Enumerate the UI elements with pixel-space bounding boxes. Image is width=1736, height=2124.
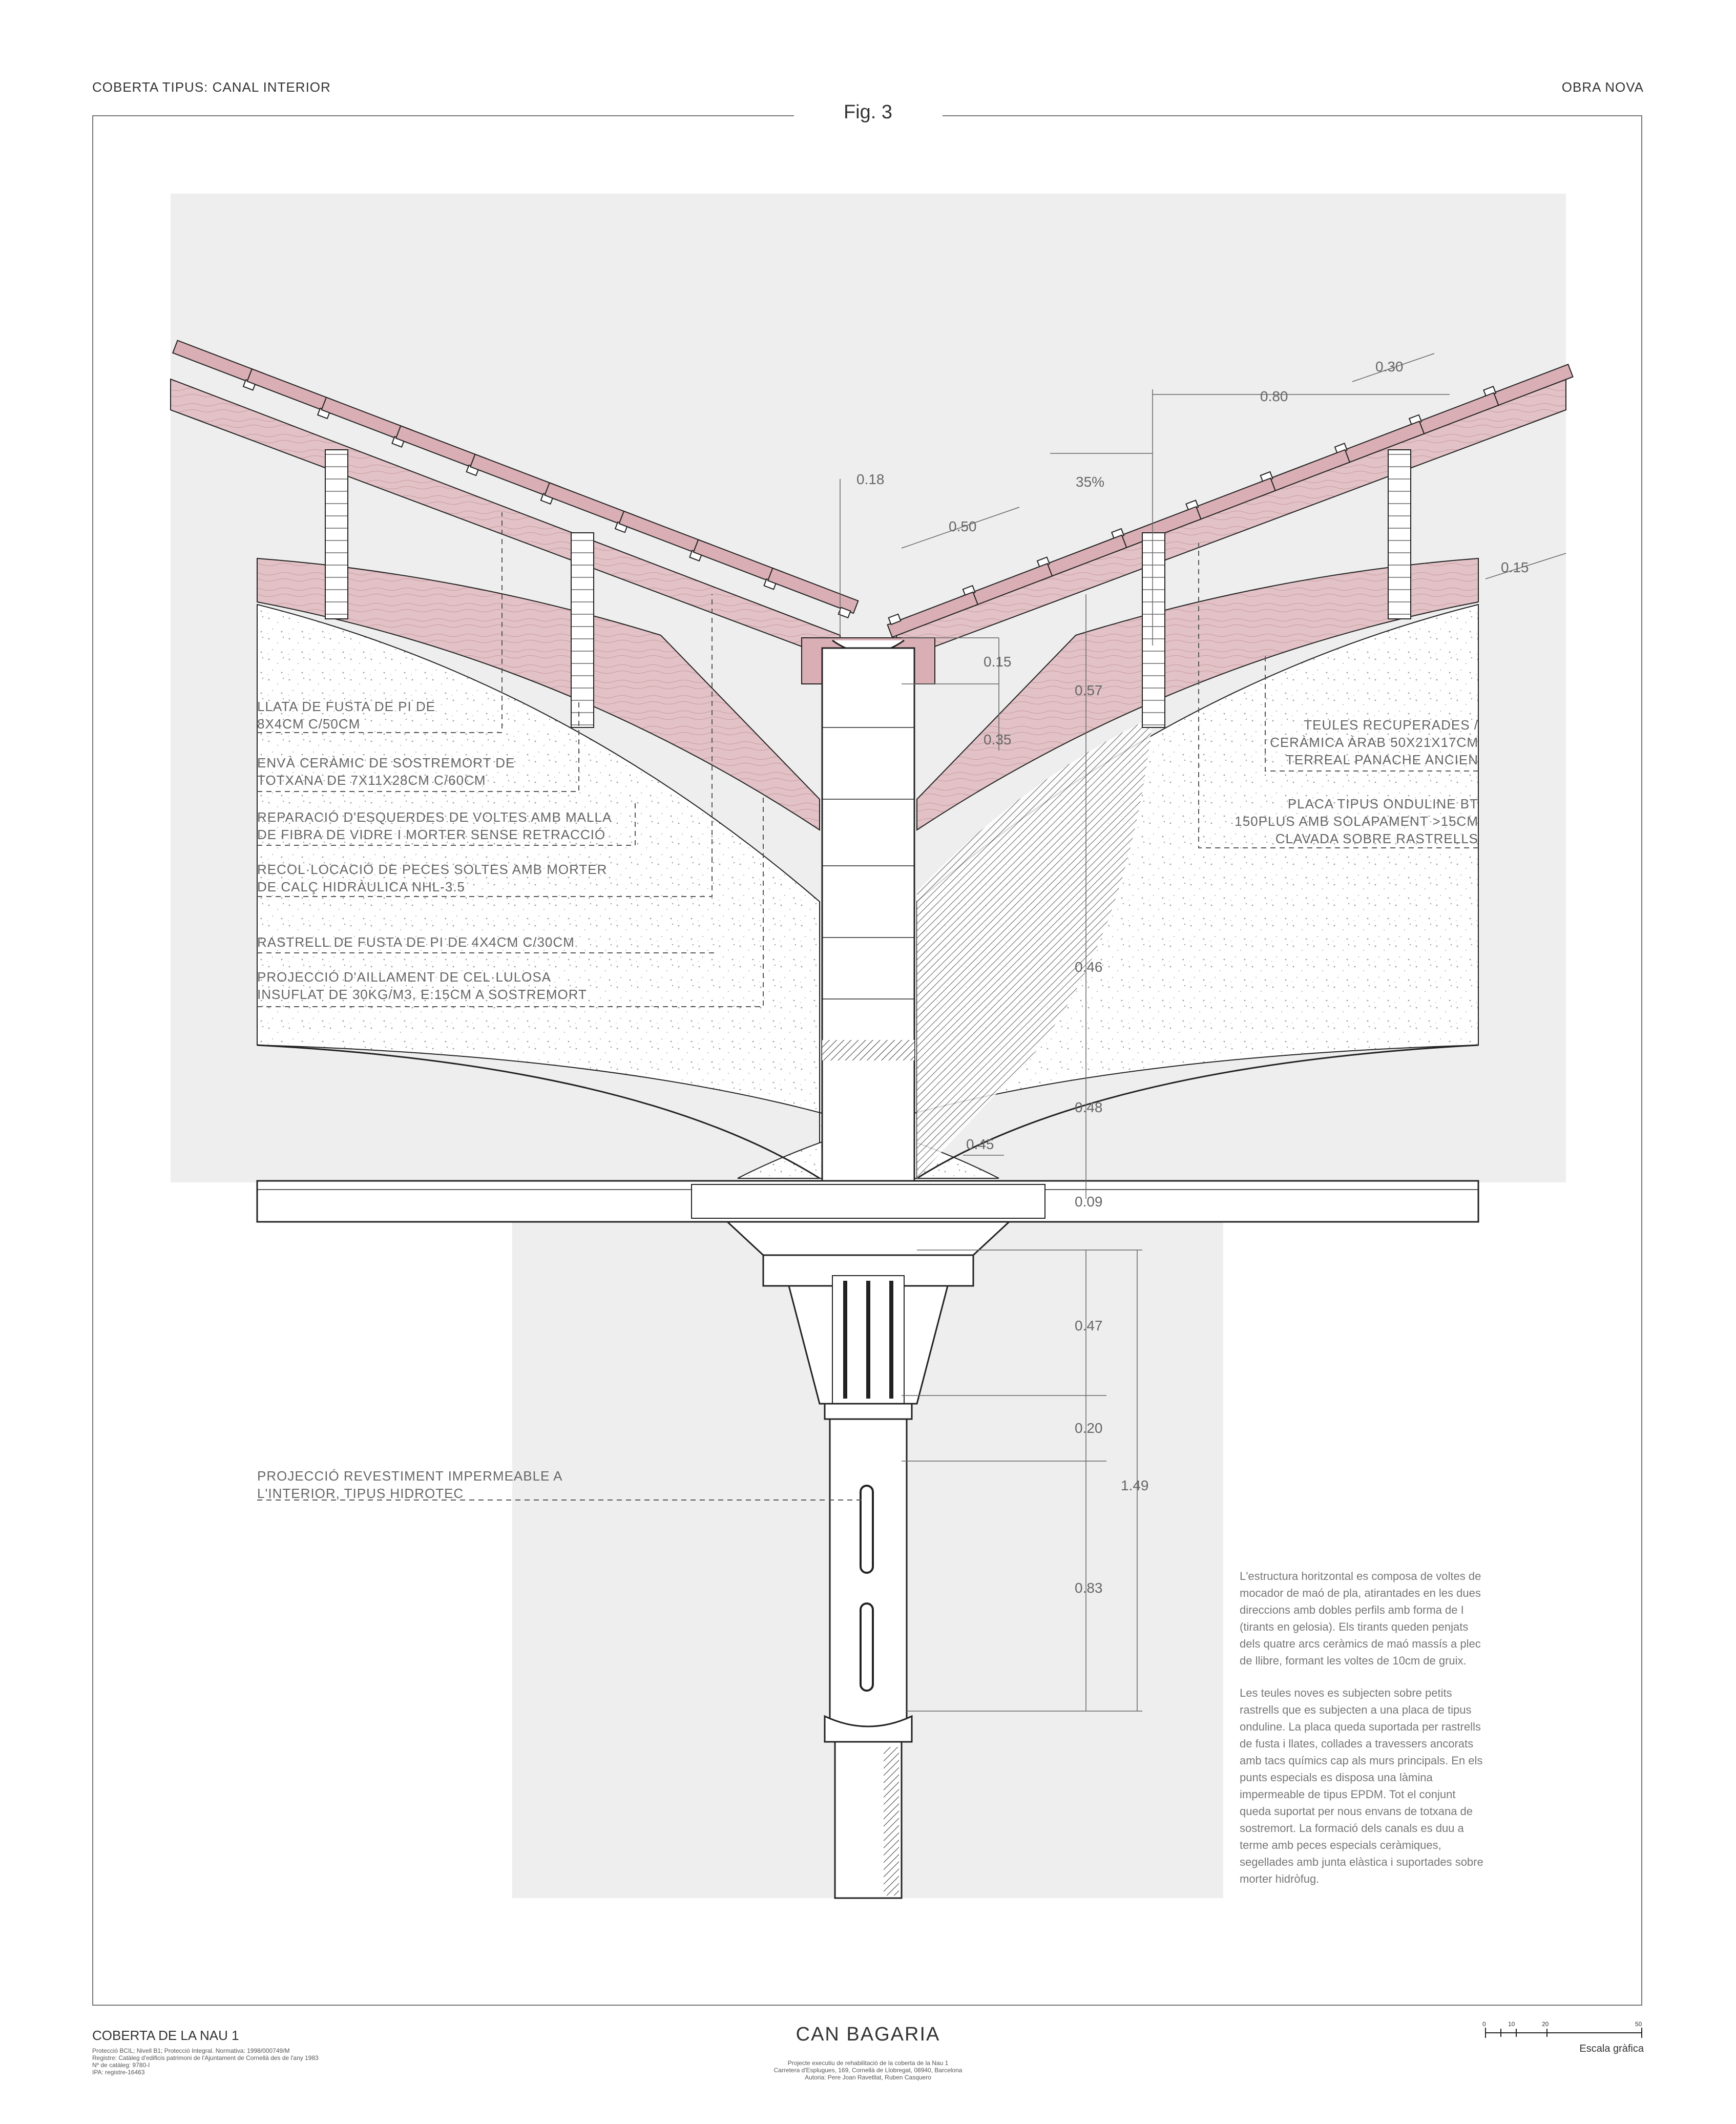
- project-title: CAN BAGARIA: [796, 2024, 940, 2045]
- tile-batten: [888, 613, 902, 626]
- dim-045: 0.45: [966, 1136, 994, 1152]
- dim-047: 0.47: [1075, 1318, 1103, 1334]
- insulation-left: [257, 557, 820, 831]
- dim-149: 1.49: [1121, 1477, 1149, 1493]
- footer-center-line: Projecte executiu de rehabilitació de la…: [787, 2059, 949, 2067]
- dim-048: 0.48: [1075, 1099, 1103, 1115]
- tile-batten: [838, 607, 851, 619]
- graphic-scale: [1485, 2028, 1642, 2038]
- dim-083: 0.83: [1075, 1580, 1103, 1596]
- description-paragraph-1: L'estructura horitzontal es composa de v…: [1240, 1570, 1481, 1667]
- post-right-1: [1142, 532, 1165, 728]
- footer-left-line: Registre: Catàleg d'edificis patrimoni d…: [92, 2054, 319, 2061]
- central-column-upper: [821, 647, 915, 1182]
- roof-tile: [887, 591, 979, 638]
- column-hatch-band: [822, 1040, 914, 1060]
- label-teules: TEULES RECUPERADES / CERÀMICA ÀRAB 50X21…: [1270, 717, 1478, 767]
- label-enva: ENVÀ CERÀMIC DE SOSTREMORT DE TOTXANA DE…: [257, 755, 515, 788]
- lower-shaft-shade: [884, 1747, 899, 1896]
- dim-020: 0.20: [1075, 1420, 1103, 1436]
- description-paragraph-2: Les teules noves es subjecten sobre peti…: [1240, 1686, 1483, 1885]
- column-base-ring: [824, 1715, 913, 1743]
- scale-tick-label: 50: [1635, 2021, 1642, 2028]
- dim-050: 0.50: [949, 518, 977, 534]
- shaft-slot-2: [860, 1602, 874, 1692]
- roof-tile: [767, 567, 859, 614]
- dim-015-right: 0.15: [1501, 559, 1529, 575]
- description-text: L'estructura horitzontal es composa de v…: [1240, 1568, 1486, 1903]
- footer-center-line: Carretera d'Esplugues, 169, Cornellà de …: [773, 2067, 963, 2074]
- dim-080: 0.80: [1260, 388, 1288, 404]
- post-right-2: [1388, 449, 1411, 619]
- roof-tiles-left: [172, 340, 859, 619]
- dimension-lines: [840, 353, 1566, 1712]
- dim-015: 0.15: [984, 654, 1012, 670]
- label-projeccio: PROJECCIÓ D'AILLAMENT DE CEL·LULOSA INSU…: [257, 969, 587, 1002]
- dim-057: 0.57: [1075, 682, 1103, 698]
- sheet-header-left: COBERTA TIPUS: CANAL INTERIOR: [92, 79, 331, 95]
- footer-left-line: Protecció BCIL; Nivell B1; Protecció Int…: [92, 2047, 290, 2054]
- label-rastrell: RASTRELL DE FUSTA DE PI DE 4X4CM C/30CM: [257, 934, 575, 950]
- scale-tick-label: 20: [1542, 2021, 1549, 2028]
- label-reparacio: REPARACIÓ D'ESQUERDES DE VOLTES AMB MALL…: [257, 809, 612, 842]
- vault-left-lower: [257, 1044, 820, 1179]
- dim-009: 0.09: [1075, 1194, 1103, 1210]
- roof-tiles-right: [887, 363, 1574, 638]
- post-left-1: [325, 449, 348, 619]
- insulation-right: [916, 557, 1479, 831]
- footer-center-line: Autoria: Pere Joan Ravetllat, Ruben Casq…: [805, 2074, 931, 2081]
- shaft-slot-1: [860, 1485, 874, 1574]
- dim-018: 0.18: [856, 471, 885, 487]
- dim-030: 0.30: [1375, 359, 1404, 374]
- beam-plate: [691, 1184, 1045, 1219]
- post-left-2: [571, 532, 594, 728]
- vault-right-lower: [916, 1044, 1479, 1179]
- vault-left: [257, 603, 999, 1179]
- footer-left-line: IPA: registre-16463: [92, 2069, 145, 2076]
- sheet-header-right: OBRA NOVA: [1561, 79, 1644, 95]
- footer-left-line: Nº de catàleg: 9780-I: [92, 2061, 150, 2069]
- column-collar: [824, 1403, 913, 1420]
- figure-title: Fig. 3: [843, 101, 893, 123]
- dim-035: 0.35: [984, 732, 1012, 747]
- scale-tick-label: 0: [1482, 2021, 1486, 2028]
- label-llata: LLATA DE FUSTA DE PI DE 8X4CM C/50CM: [257, 699, 436, 732]
- label-placa: PLACA TIPUS ONDULINE BT 150PLUS AMB SOLA…: [1235, 796, 1478, 846]
- dim-046: 0.46: [1075, 959, 1103, 975]
- label-recol: RECOL·LOCACIÓ DE PECES SOLTES AMB MORTER…: [257, 862, 608, 894]
- dim-35pct: 35%: [1076, 474, 1105, 490]
- footer-left-title: COBERTA DE LA NAU 1: [92, 2028, 239, 2043]
- hatched-wall: [917, 717, 1153, 1178]
- leader-lines: [257, 512, 1478, 1501]
- label-revestiment: PROJECCIÓ REVESTIMENT IMPERMEABLE A L'IN…: [257, 1468, 563, 1501]
- scale-label: Escala gràfica: [1579, 2043, 1644, 2054]
- scale-tick-label: 10: [1508, 2021, 1515, 2028]
